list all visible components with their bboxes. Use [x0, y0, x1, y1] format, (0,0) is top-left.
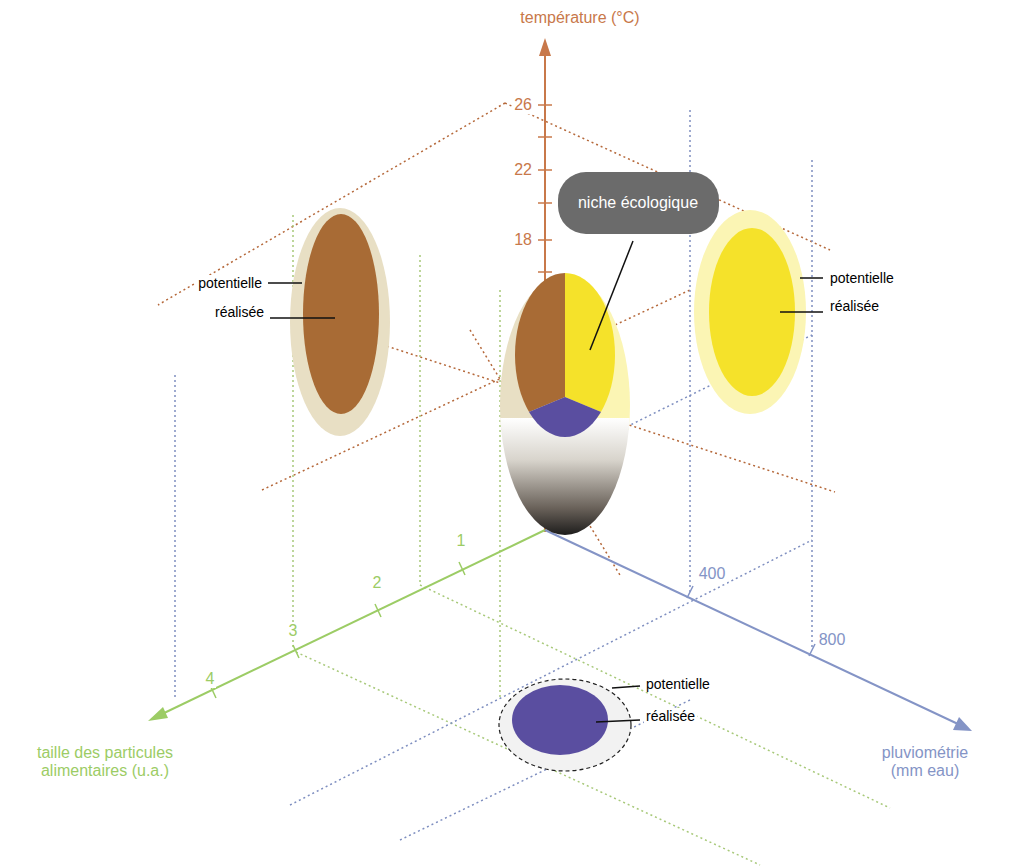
- axis-title: température (°C): [518, 9, 641, 27]
- niche-core: [505, 265, 625, 445]
- realized-ellipse: [512, 685, 608, 755]
- guide-line: [419, 255, 421, 585]
- size-ticks: [210, 562, 465, 698]
- tick: [459, 562, 465, 575]
- axes: [148, 38, 972, 731]
- guide-line: [811, 160, 813, 650]
- tick: [538, 271, 552, 273]
- arrow-head: [539, 38, 551, 56]
- leader-line: [270, 317, 335, 319]
- tick-label: 4: [204, 670, 217, 688]
- niche-volume: [495, 265, 635, 538]
- rain-ticks: [687, 586, 815, 656]
- callout-label: réalisée: [213, 304, 266, 320]
- callout-box: niche écologique: [558, 172, 719, 234]
- leader-line: [780, 311, 823, 313]
- potential-ellipse: [499, 679, 631, 771]
- leader-lines: [268, 241, 823, 722]
- tick-label: 800: [817, 631, 848, 649]
- tick: [538, 202, 552, 204]
- callout-label: potentielle: [196, 275, 264, 291]
- core-rain: [565, 265, 625, 422]
- realized-ellipse: [303, 214, 379, 414]
- leader-line: [800, 277, 823, 279]
- temperature-projection: [290, 208, 390, 436]
- callout-label: réalisée: [828, 298, 881, 314]
- tick-label: 2: [371, 574, 384, 592]
- size-axis: [160, 530, 545, 715]
- callout-label: potentielle: [644, 676, 712, 692]
- tick: [538, 239, 552, 241]
- callout-label: potentielle: [828, 270, 896, 286]
- box-text: niche écologique: [578, 194, 698, 212]
- tick-label: 26: [512, 96, 534, 114]
- rain-guides: [175, 110, 812, 840]
- core-temperature: [505, 265, 565, 422]
- tick-label: 22: [512, 161, 534, 179]
- guide-line: [499, 290, 501, 700]
- tick: [538, 104, 552, 106]
- callout-label: réalisée: [644, 708, 697, 724]
- leader-line: [612, 686, 640, 688]
- leader-line: [268, 282, 302, 284]
- temperature-ticks: [538, 105, 552, 272]
- guide-line: [420, 585, 890, 808]
- guide-line: [290, 540, 812, 805]
- tick: [809, 644, 815, 656]
- guide-line: [296, 652, 760, 865]
- tick-label: 18: [512, 231, 534, 249]
- tick-label: 400: [697, 565, 728, 583]
- tick-label: 1: [455, 532, 468, 550]
- tick: [687, 586, 693, 598]
- axis-title: taille des particules alimentaires (u.a.…: [15, 744, 195, 781]
- tick: [375, 604, 381, 617]
- tick: [538, 169, 552, 171]
- leader-line: [590, 241, 633, 350]
- projection-lines: [158, 103, 890, 865]
- core-size: [505, 397, 625, 445]
- guide-line: [174, 375, 176, 700]
- tick: [293, 645, 299, 658]
- leader-line: [596, 720, 640, 722]
- tick-label: 3: [287, 622, 300, 640]
- axis-title: pluviométrie (mm eau): [867, 744, 983, 781]
- arrow-head: [148, 707, 168, 721]
- potential-ellipse: [290, 208, 390, 436]
- temperature-guides: [158, 103, 835, 575]
- tick: [538, 136, 552, 138]
- ground-projection: [499, 679, 631, 771]
- arrow-head: [953, 717, 972, 731]
